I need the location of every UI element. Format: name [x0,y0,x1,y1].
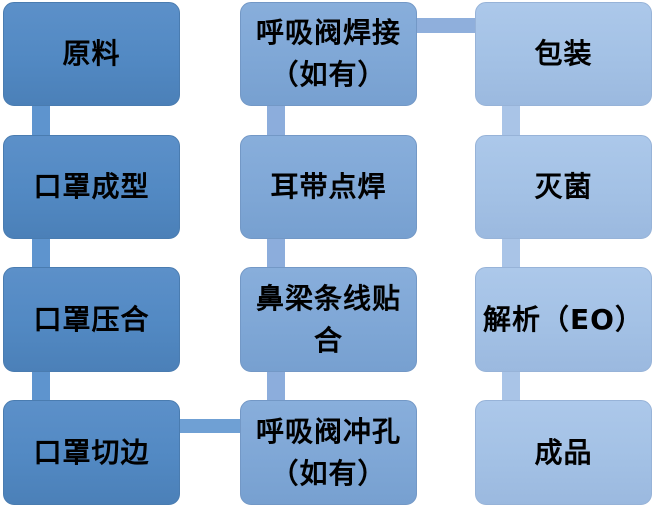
flow-step-packaging: 包装 [475,2,652,106]
flow-step-label: 呼吸阀冲孔 （如有） [255,414,401,490]
flow-step-eo-desorption: 解析（EO） [475,267,652,372]
connector-eo-desorption-to-finished-product [502,372,520,400]
connector-sterilization-to-eo-desorption [502,239,520,267]
flow-step-label: 口罩压合 [33,302,150,336]
flow-step-mask-pressing: 口罩压合 [3,267,180,372]
flow-step-label: 包装 [534,37,593,70]
flow-step-finished-product: 成品 [475,400,652,505]
flow-step-label: 呼吸阀焊接 （如有） [255,16,401,91]
flow-step-label: 鼻梁条线贴 合 [255,281,401,357]
flow-step-mask-edge-cutting: 口罩切边 [3,400,180,505]
connector-raw-material-to-mask-forming [32,106,50,135]
connector-mask-edge-cutting-to-valve-punching [180,419,240,433]
flow-step-label: 成品 [534,435,593,469]
flow-step-label: 耳带点焊 [270,170,387,203]
flow-step-valve-welding: 呼吸阀焊接 （如有） [240,2,417,106]
connector-nose-bridge-lamination-to-ear-loop-spot-welding [267,239,285,267]
connector-packaging-to-sterilization [502,106,520,135]
flow-step-sterilization: 灭菌 [475,135,652,239]
flow-step-label: 口罩切边 [33,435,150,469]
flow-step-ear-loop-spot-welding: 耳带点焊 [240,135,417,239]
connector-valve-welding-to-packaging [417,18,475,33]
flow-step-nose-bridge-lamination: 鼻梁条线贴 合 [240,267,417,372]
flow-step-raw-material: 原料 [3,2,180,106]
flow-step-label: 口罩成型 [33,170,150,203]
connector-mask-forming-to-mask-pressing [32,239,50,267]
flow-step-label: 原料 [62,37,121,70]
flow-step-mask-forming: 口罩成型 [3,135,180,239]
flow-step-label: 灭菌 [534,170,593,203]
flow-step-valve-punching: 呼吸阀冲孔 （如有） [240,400,417,505]
connector-mask-pressing-to-mask-edge-cutting [32,372,50,400]
connector-valve-punching-to-nose-bridge-lamination [267,372,285,400]
connector-ear-loop-spot-welding-to-valve-welding [267,106,285,135]
flow-step-label: 解析（EO） [483,302,644,336]
